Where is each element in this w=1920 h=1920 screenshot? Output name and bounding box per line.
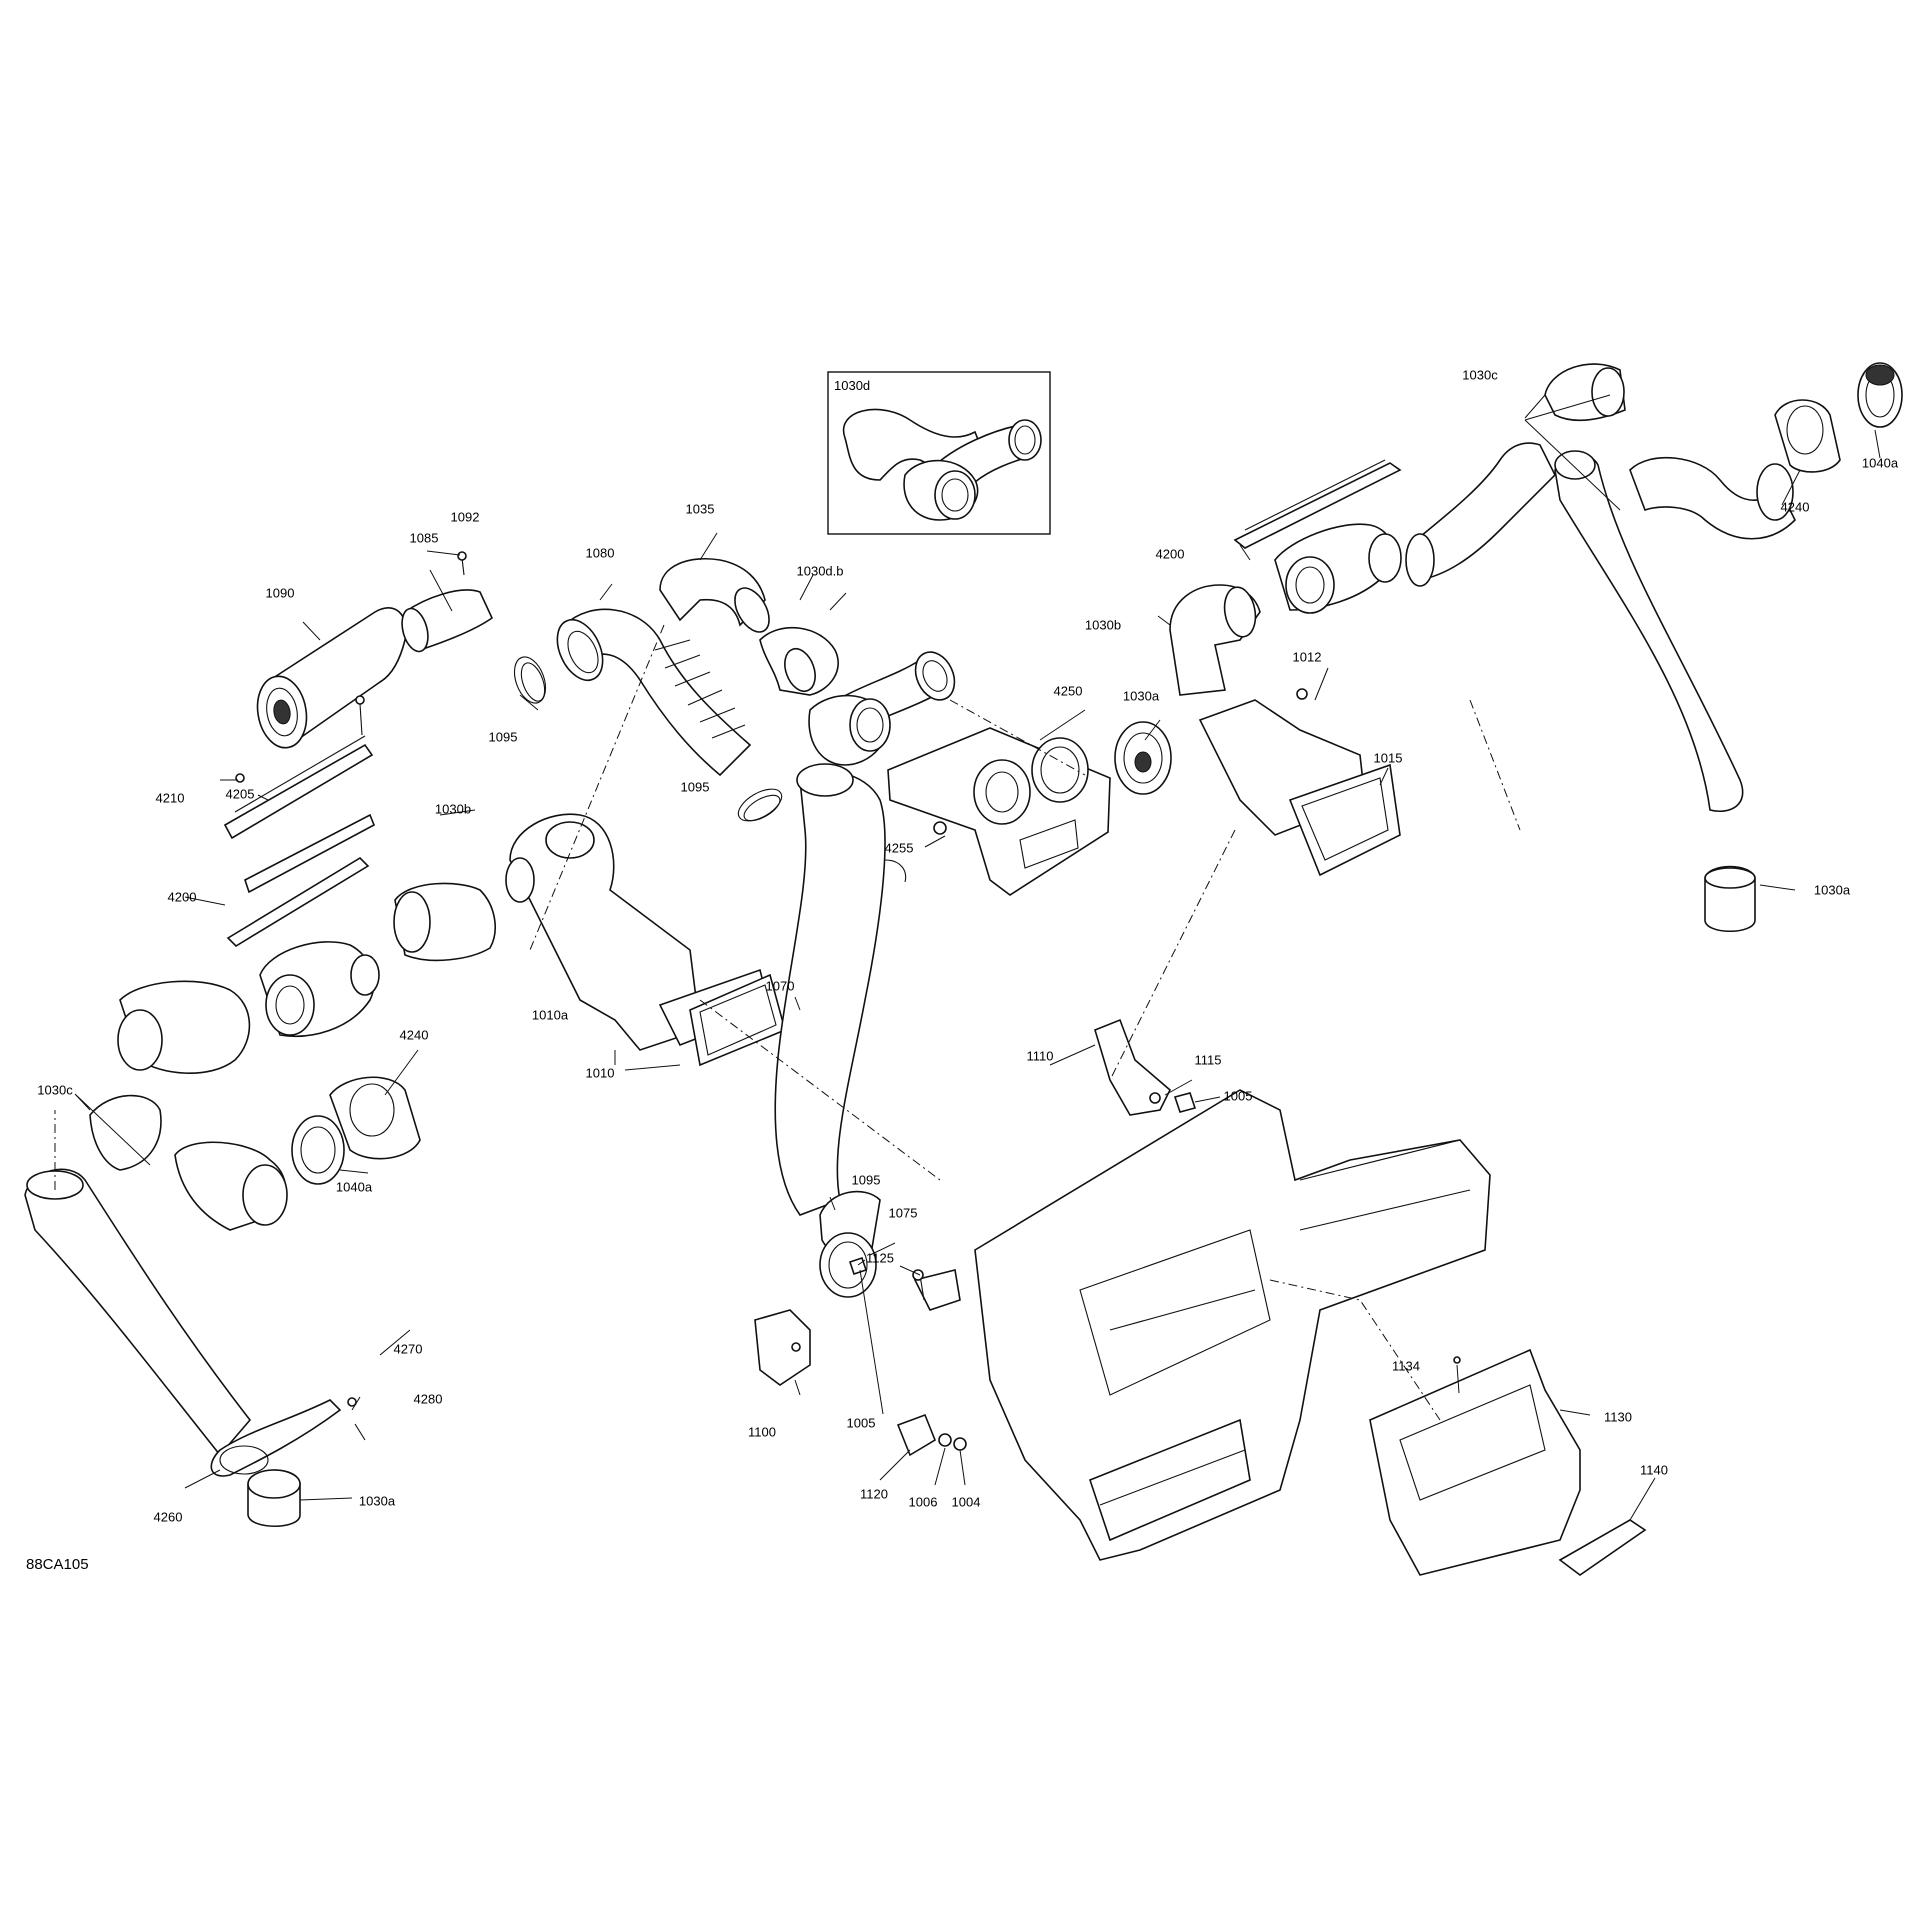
label-1030b-right: 1030b — [1084, 617, 1122, 633]
label-1006: 1006 — [908, 1494, 938, 1510]
label-4280: 4280 — [413, 1391, 443, 1407]
label-1120: 1120 — [860, 1486, 888, 1502]
part-1140-clip — [1558, 1519, 1647, 1576]
part-4200-left-vent — [226, 856, 380, 1038]
label-1030b-left: 1030b — [434, 801, 472, 817]
part-1030b-left-elbow — [393, 882, 496, 962]
part-1030a-right-vent — [1704, 865, 1756, 932]
label-1005-lower: 1005 — [846, 1415, 876, 1431]
part-1010a-duct-housing — [505, 813, 771, 1051]
label-1125: 1125 — [866, 1250, 894, 1266]
part-1030c-right-hoses — [1405, 363, 1796, 812]
label-1100: 1100 — [748, 1424, 776, 1440]
part-4240-right-housing — [1774, 399, 1841, 473]
label-4200-left: 4200 — [167, 889, 197, 905]
label-4240-left: 4240 — [399, 1027, 429, 1043]
part-1130-cover — [1369, 1348, 1581, 1576]
label-4240-right: 4240 — [1780, 499, 1810, 515]
part-1006-washer — [938, 1433, 952, 1447]
inset-title: 1030d — [834, 378, 871, 393]
label-1030d-b: 1030d.b — [796, 563, 844, 579]
part-1004-nut — [953, 1437, 967, 1451]
part-4240-left-housing — [329, 1076, 421, 1160]
label-1035: 1035 — [685, 501, 715, 517]
part-1005-nut-top — [1173, 1092, 1197, 1113]
part-1080-bellows-hose — [556, 608, 752, 777]
label-1085: 1085 — [409, 530, 439, 546]
part-1100-bracket — [754, 1309, 811, 1386]
label-1070: 1070 — [765, 978, 795, 994]
part-1075-coupler — [819, 1190, 881, 1298]
label-1095-c: 1095 — [851, 1172, 881, 1188]
label-4260: 4260 — [153, 1509, 183, 1525]
label-1005-top: 1005 — [1223, 1088, 1253, 1104]
label-1134: 1134 — [1392, 1358, 1420, 1374]
part-1030a-left-vent — [247, 1469, 301, 1527]
label-4200-right: 4200 — [1155, 546, 1185, 562]
label-1130: 1130 — [1604, 1409, 1632, 1425]
part-1095-clamps — [513, 656, 783, 822]
leader-lines — [54, 394, 1881, 1521]
label-4210: 4210 — [155, 790, 185, 806]
part-1030d-b-elbows — [759, 626, 956, 766]
part-1040a-left-vent — [291, 1115, 345, 1185]
part-1030c-left-hoses — [24, 980, 288, 1457]
part-1085-hose — [401, 551, 494, 653]
part-1110-bracket — [1094, 1018, 1171, 1116]
label-1015: 1015 — [1373, 750, 1403, 766]
label-4255: 4255 — [884, 840, 914, 856]
label-1095-a: 1095 — [488, 729, 518, 745]
part-4250-console — [887, 727, 1111, 896]
label-1110: 1110 — [1026, 1048, 1054, 1064]
label-1040a-right: 1040a — [1861, 455, 1899, 471]
part-4205-grille — [223, 695, 376, 894]
label-1012: 1012 — [1292, 649, 1322, 665]
label-1030a-left: 1030a — [358, 1493, 396, 1509]
label-1095-b: 1095 — [680, 779, 710, 795]
part-1030a-center-vent — [1114, 721, 1172, 795]
label-1030a-center: 1030a — [1122, 688, 1160, 704]
part-4260-bracket — [210, 1397, 366, 1477]
label-1030c-left: 1030c — [37, 1082, 73, 1098]
label-4205: 4205 — [225, 786, 255, 802]
part-1120-bracket — [896, 1413, 936, 1457]
label-1090: 1090 — [265, 585, 295, 601]
part-1035-elbow — [659, 558, 770, 633]
label-1010: 1010 — [585, 1065, 615, 1081]
part-1090-air-filter — [256, 607, 407, 749]
part-1040a-right-vent — [1857, 362, 1903, 428]
label-1030a-right: 1030a — [1813, 882, 1851, 898]
label-1115: 1115 — [1194, 1052, 1222, 1068]
part-4200-right-vent — [1233, 459, 1402, 614]
label-1010a: 1010a — [531, 1007, 569, 1023]
label-4250: 4250 — [1053, 683, 1083, 699]
label-1092: 1092 — [450, 509, 480, 525]
label-1040a-left: 1040a — [335, 1179, 373, 1195]
inset-1030d — [827, 371, 1051, 535]
part-airbox-main — [913, 1089, 1491, 1561]
diagram-code: 88CA105 — [26, 1556, 89, 1573]
label-1140: 1140 — [1640, 1462, 1668, 1478]
part-1070-tube — [774, 763, 907, 1216]
label-1004: 1004 — [951, 1494, 981, 1510]
part-1030b-right-elbow — [1169, 584, 1261, 696]
label-1030c-right: 1030c — [1462, 367, 1498, 383]
part-1015-duct — [1198, 688, 1401, 877]
label-1080: 1080 — [585, 545, 615, 561]
label-4270: 4270 — [393, 1341, 423, 1357]
label-1075: 1075 — [888, 1205, 918, 1221]
part-1125-screw — [912, 1269, 925, 1301]
